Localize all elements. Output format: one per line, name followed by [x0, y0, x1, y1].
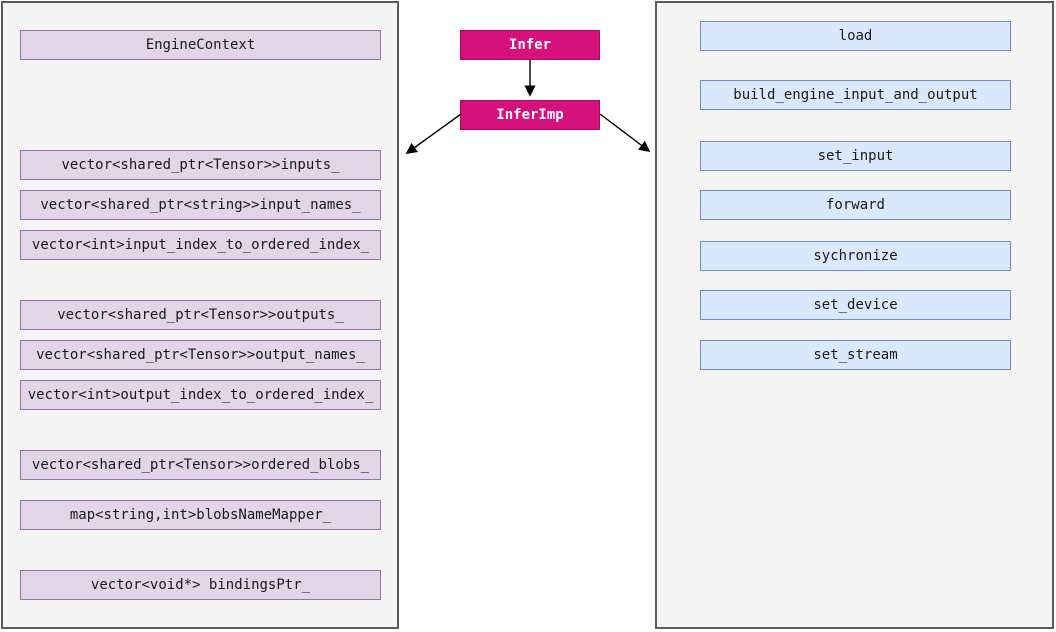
method-box-forward: forward: [700, 190, 1011, 220]
field-box-input-names: vector<shared_ptr<string>>input_names_: [20, 190, 381, 220]
field-box-bindings-ptr: vector<void*> bindingsPtr_: [20, 570, 381, 600]
field-box-input-index-map: vector<int>input_index_to_ordered_index_: [20, 230, 381, 260]
field-box-output-names: vector<shared_ptr<Tensor>>output_names_: [20, 340, 381, 370]
inferimp-to-fields-arrow: [405, 113, 462, 154]
method-box-set-input: set_input: [700, 141, 1011, 171]
engine-context-title-box: EngineContext: [20, 30, 381, 60]
field-box-inputs: vector<shared_ptr<Tensor>>inputs_: [20, 150, 381, 180]
method-box-set-stream: set_stream: [700, 340, 1011, 370]
field-box-outputs: vector<shared_ptr<Tensor>>outputs_: [20, 300, 381, 330]
method-box-load: load: [700, 21, 1011, 51]
class-box-infer: Infer: [460, 30, 600, 60]
field-box-ordered-blobs: vector<shared_ptr<Tensor>>ordered_blobs_: [20, 450, 381, 480]
inferimp-to-methods-arrow: [599, 113, 651, 153]
field-box-blobs-name-mapper: map<string,int>blobsNameMapper_: [20, 500, 381, 530]
method-box-build-engine: build_engine_input_and_output: [700, 80, 1011, 110]
method-box-sychronize: sychronize: [700, 241, 1011, 271]
method-box-set-device: set_device: [700, 290, 1011, 320]
class-box-inferimp: InferImp: [460, 100, 600, 130]
field-box-output-index-map: vector<int>output_index_to_ordered_index…: [20, 380, 381, 410]
